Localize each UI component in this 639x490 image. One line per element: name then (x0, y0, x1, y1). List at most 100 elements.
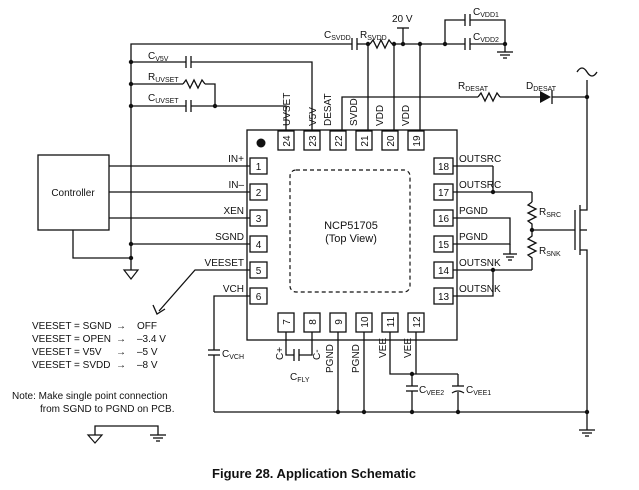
svg-text:DDESAT: DDESAT (526, 81, 557, 93)
veeset-table: VEESET = SGND → OFF VEESET = OPEN → –3.4… (32, 321, 166, 371)
cap-cvch: CVCH (208, 295, 250, 412)
pin-4: 4 (249, 235, 268, 253)
sgnd-ground-symbol (122, 269, 140, 280)
pgnd-bottom-bus (214, 332, 590, 415)
pin-label-pgnd-9: PGND (325, 344, 336, 373)
pin-label-cplus: C+ (275, 347, 286, 360)
svg-text:3: 3 (256, 214, 262, 225)
resistor-ruvset: RUVSET (131, 72, 216, 106)
svg-text:11: 11 (386, 316, 397, 327)
pin-18: 18 (433, 157, 454, 175)
ic-view: (Top View) (325, 233, 377, 245)
pin-label-vee-11: VEE (378, 338, 389, 358)
svg-text:RSNK: RSNK (539, 246, 561, 258)
svg-text:22: 22 (334, 135, 345, 147)
pin-23: 23 (303, 130, 321, 151)
svg-text:CFLY: CFLY (290, 372, 310, 384)
pin-label-veeset: VEESET (205, 258, 244, 269)
pin-label-outsnk-13: OUTSNK (459, 284, 501, 295)
svg-text:4: 4 (256, 240, 262, 251)
note-ground-symbols (86, 425, 166, 444)
svg-text:CVDD2: CVDD2 (473, 32, 499, 44)
ic-body (246, 129, 458, 341)
pgnd-right-ground (453, 217, 517, 261)
pin-5: 5 (249, 261, 268, 279)
svg-text:RDESAT: RDESAT (458, 81, 489, 93)
pin-12: 12 (407, 312, 425, 333)
pin-16: 16 (433, 209, 454, 227)
pin-24: 24 (277, 130, 295, 151)
resistor-rsnk: RSNK (526, 230, 561, 260)
svg-text:8: 8 (308, 319, 319, 325)
svg-text:17: 17 (438, 188, 450, 199)
pin-9: 9 (329, 312, 347, 333)
pin-20: 20 (381, 130, 399, 151)
svg-text:RSRC: RSRC (539, 207, 561, 219)
pin-17: 17 (433, 183, 454, 201)
svg-text:–5 V: –5 V (137, 347, 158, 358)
pin-label-in-plus: IN+ (228, 154, 244, 165)
pin-11: 11 (381, 312, 399, 333)
pin-label-outsrc-17: OUTSRC (459, 180, 501, 191)
pin-label-svdd: SVDD (349, 98, 360, 126)
svg-text:VEESET = V5V: VEESET = V5V (32, 347, 102, 358)
svg-text:CVEE1: CVEE1 (466, 385, 491, 397)
svg-text:–8 V: –8 V (137, 360, 158, 371)
svg-text:VEESET = SGND: VEESET = SGND (32, 321, 112, 332)
pin-label-outsrc-18: OUTSRC (459, 154, 501, 165)
cap-cvee2: CVEE2 (406, 385, 444, 412)
veeset-arrow (152, 269, 250, 315)
pin-10: 10 (355, 312, 373, 333)
svg-text:5: 5 (256, 266, 262, 277)
svg-text:CSVDD: CSVDD (324, 30, 351, 42)
pin-label-sgnd: SGND (215, 232, 244, 243)
cap-cvee1: CVEE1 (451, 385, 491, 412)
pin-7: 7 (277, 312, 295, 333)
svg-text:→: → (116, 321, 126, 332)
svg-text:RSVDD: RSVDD (360, 30, 387, 42)
pin-2: 2 (249, 183, 268, 201)
pin1-dot (256, 138, 266, 148)
figure-caption: Figure 28. Application Schematic (212, 466, 416, 481)
svg-text:7: 7 (282, 319, 293, 325)
sgnd-bus (128, 43, 352, 270)
ac-source-symbol (576, 67, 598, 207)
pin-label-vee-12: VEE (403, 338, 414, 358)
pin-label-outsnk-14: OUTSNK (459, 258, 501, 269)
ic-exposed-pad (289, 169, 411, 293)
cap-cfly: CFLY (285, 332, 313, 384)
svg-text:–3.4 V: –3.4 V (137, 334, 166, 345)
vee-network (389, 332, 459, 386)
pin-22: 22 (329, 130, 347, 151)
svg-text:VEESET = SVDD: VEESET = SVDD (32, 360, 110, 371)
pin-21: 21 (355, 130, 373, 151)
pin-label-vdd-20: VDD (375, 105, 386, 126)
svg-text:14: 14 (438, 266, 450, 277)
svg-text:24: 24 (282, 135, 293, 147)
svg-text:CVEE2: CVEE2 (419, 385, 444, 397)
pin-8: 8 (303, 312, 321, 333)
pin-13: 13 (433, 287, 454, 305)
resistor-rsrc: RSRC (526, 201, 561, 230)
svg-text:21: 21 (360, 135, 371, 147)
vdd-rail: 20 V (391, 14, 423, 131)
supply-label: 20 V (392, 14, 413, 25)
note-line-1: Note: Make single point connection (12, 391, 168, 402)
pin-label-pgnd-16: PGND (459, 206, 488, 217)
pin-label-desat: DESAT (323, 93, 334, 126)
pin-label-pgnd-10: PGND (351, 344, 362, 373)
svg-text:9: 9 (334, 319, 345, 325)
svg-text:13: 13 (438, 292, 450, 303)
svg-text:2: 2 (256, 188, 262, 199)
cap-cuvset: CUVSET (131, 93, 287, 131)
pin-label-cminus: C- (312, 349, 323, 360)
svg-text:→: → (116, 334, 126, 345)
pin-19: 19 (407, 130, 425, 151)
svg-text:CV5V: CV5V (148, 51, 169, 63)
svg-text:RUVSET: RUVSET (148, 72, 179, 84)
pin-14: 14 (433, 261, 454, 279)
pin-3: 3 (249, 209, 268, 227)
svg-text:OFF: OFF (137, 321, 157, 332)
svg-text:16: 16 (438, 214, 450, 225)
mosfet-ground (579, 429, 595, 437)
